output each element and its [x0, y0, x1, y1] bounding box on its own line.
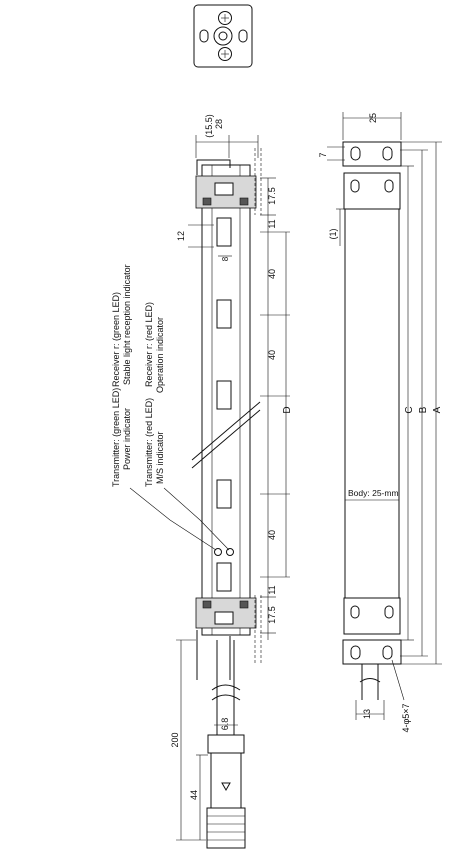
- dim-13: 13: [362, 709, 372, 719]
- dim-7: 7: [318, 152, 328, 157]
- dim-40-c: 40: [267, 530, 277, 540]
- dim-25: 25: [368, 113, 378, 123]
- body-note: Body: 25-mm: [348, 488, 399, 498]
- dim-11-top: 11: [267, 219, 277, 228]
- label-ms-indicator: M/S indicator: [155, 431, 165, 484]
- dim-11-bot: 11: [267, 585, 277, 594]
- label-power-indicator: Power indicator: [122, 408, 132, 470]
- dim-40-a: 40: [267, 269, 277, 279]
- side-view: 28 (15.5) 17.5 11 40 40 40 11 17.5 D 12 …: [111, 114, 293, 849]
- dim-8: 8: [221, 256, 230, 261]
- dim-D: D: [282, 406, 293, 413]
- label-stable-light: Stable light reception indicator: [122, 264, 132, 385]
- label-receiver-green: Receiver r: (green LED): [111, 292, 121, 387]
- dim-C: C: [404, 406, 415, 413]
- end-view: [193, 4, 253, 68]
- dim-A: A: [432, 406, 443, 413]
- dim-28: 28: [214, 119, 224, 129]
- label-receiver-red: Receiver r: (red LED): [144, 302, 154, 387]
- dim-40-b: 40: [267, 350, 277, 360]
- dim-B: B: [418, 406, 429, 413]
- label-transmitter-red: Transmitter: (red LED): [144, 398, 154, 487]
- dim-17-5-bot: 17.5: [267, 606, 277, 624]
- dim-1: (1): [328, 228, 338, 239]
- dim-6-8: 6.8: [220, 718, 230, 731]
- dim-17-5-top: 17.5: [267, 187, 277, 205]
- dim-15-5: (15.5): [204, 114, 214, 138]
- dim-4-phi: 4-φ5×7: [401, 703, 411, 732]
- dim-44: 44: [189, 790, 199, 800]
- dim-12: 12: [176, 231, 186, 241]
- label-operation-indicator: Operation indicator: [155, 317, 165, 393]
- front-view: Body: 25-mm 25 7 (1) C B A 13 4-φ5×7: [318, 112, 443, 733]
- dim-200: 200: [170, 732, 180, 747]
- label-transmitter-green: Transmitter: (green LED): [111, 388, 121, 487]
